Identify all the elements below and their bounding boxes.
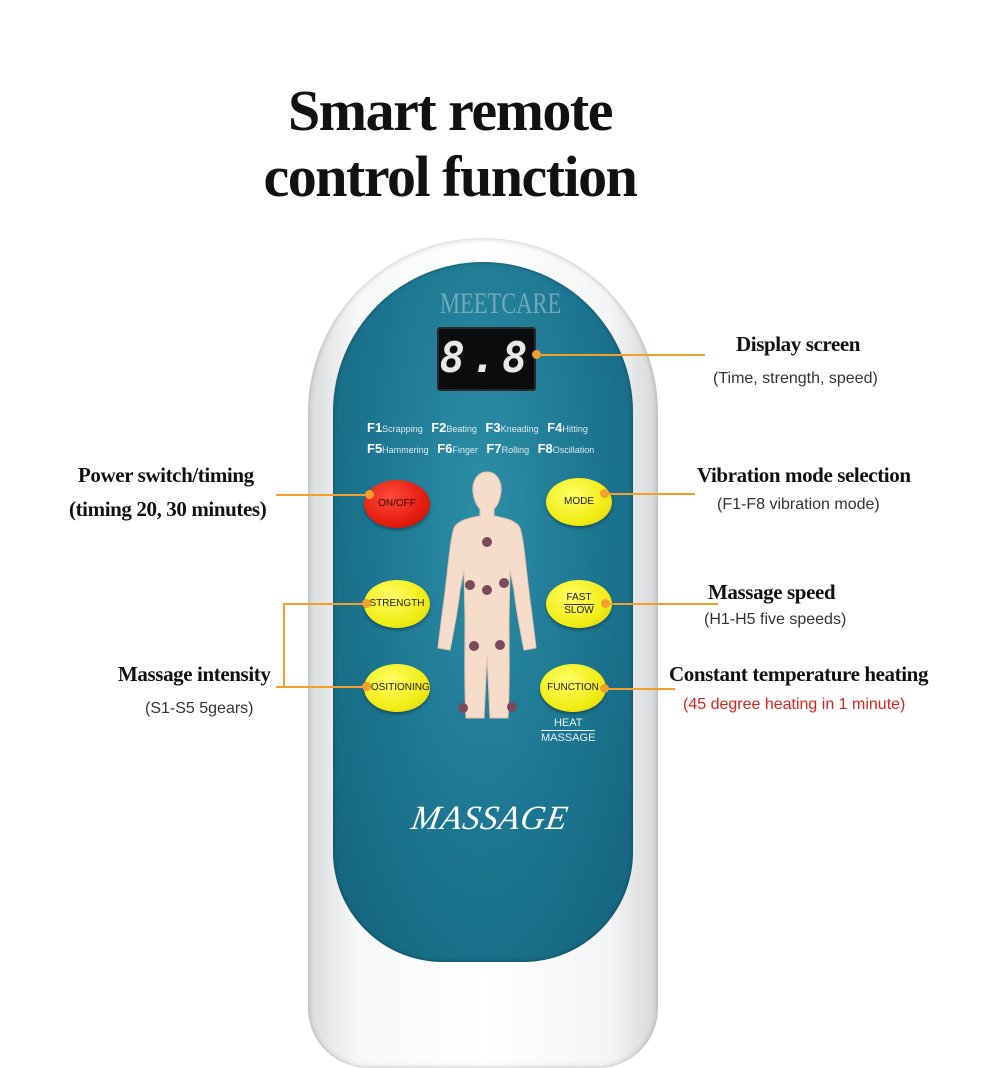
intensity-callout-title: Massage intensity — [118, 662, 271, 686]
callout-dot — [365, 490, 374, 499]
callout-dot — [532, 350, 541, 359]
callout-line — [537, 354, 705, 356]
speed-callout-title: Massage speed — [708, 580, 836, 604]
callout-dot — [601, 599, 610, 608]
positioning-label: POSITIONING — [364, 682, 430, 693]
massage-label: MASSAGE — [541, 732, 596, 744]
callout-dot — [362, 682, 371, 691]
display-callout-title: Display screen — [736, 332, 861, 356]
slow-label: SLOW — [564, 604, 594, 616]
brand-logo: MEETCARE — [440, 287, 562, 320]
power-callout-sub: (timing 20, 30 minutes) — [69, 497, 267, 521]
callout-line — [283, 603, 285, 686]
strength-button[interactable]: STRENGTH — [364, 580, 430, 628]
power-callout-title: Power switch/timing — [78, 463, 254, 487]
massage-point — [469, 641, 479, 651]
massage-logo-text: MASSAGE — [408, 800, 572, 837]
vibration-callout-title: Vibration mode selection — [697, 463, 911, 487]
title-line-1: Smart remote — [288, 78, 613, 143]
mode-code: F2 — [431, 420, 447, 435]
mode-label: Rolling — [501, 445, 530, 455]
massage-point — [465, 580, 475, 590]
display-digits: 8.8 — [439, 333, 534, 382]
mode-code: F1 — [367, 420, 383, 435]
callout-line — [276, 686, 365, 688]
mode-list-row-1: F1Scrapping F2Beating F3Kneading F4Hitti… — [365, 420, 592, 435]
heating-callout-title: Constant temperature heating — [669, 662, 929, 686]
vibration-callout-sub: (F1-F8 vibration mode) — [717, 496, 880, 513]
callout-line — [606, 603, 718, 605]
fast-label: FAST — [564, 592, 594, 605]
on-off-label: ON/OFF — [378, 498, 416, 509]
massage-point — [495, 640, 505, 650]
function-label: FUNCTION — [547, 682, 599, 693]
massage-point — [507, 702, 517, 712]
massage-point — [458, 703, 468, 713]
mode-label: Finger — [452, 445, 478, 455]
massage-point — [499, 578, 509, 588]
massage-point — [482, 585, 492, 595]
fast-slow-label: FAST SLOW — [564, 592, 594, 617]
callout-line — [283, 603, 365, 605]
mode-code: F7 — [486, 441, 502, 456]
mode-code: F4 — [547, 420, 563, 435]
mode-label: Kneading — [500, 424, 539, 434]
display-screen: 8.8 — [437, 327, 536, 391]
mode-list-row-2: F5Hammering F6Finger F7Rolling F8Oscilla… — [365, 441, 598, 456]
on-off-button[interactable]: ON/OFF — [364, 480, 430, 528]
mode-code: F3 — [485, 420, 501, 435]
body-figure-icon — [437, 471, 537, 719]
positioning-button[interactable]: POSITIONING — [364, 664, 430, 712]
heating-callout-sub: (45 degree heating in 1 minute) — [683, 696, 906, 713]
callout-dot — [600, 684, 609, 693]
mode-label: MODE — [564, 496, 594, 507]
callout-dot — [362, 599, 371, 608]
heat-massage-label: HEAT MASSAGE — [541, 716, 596, 745]
callout-line — [276, 494, 368, 496]
mode-code: F8 — [537, 441, 553, 456]
intensity-callout-sub: (S1-S5 5gears) — [145, 700, 254, 717]
heat-label: HEAT — [541, 716, 596, 731]
massage-point — [482, 537, 492, 547]
callout-line — [605, 688, 675, 690]
mode-label: Hitting — [562, 424, 588, 434]
mode-button[interactable]: MODE — [546, 478, 612, 526]
callout-dot — [600, 489, 609, 498]
mode-code: F6 — [437, 441, 453, 456]
mode-label: Beating — [446, 424, 477, 434]
strength-label: STRENGTH — [369, 598, 425, 609]
mode-label: Hammering — [382, 445, 429, 455]
mode-code: F5 — [367, 441, 383, 456]
title-line-2: control function — [263, 144, 638, 209]
mode-label: Scrapping — [382, 424, 423, 434]
display-callout-sub: (Time, strength, speed) — [713, 370, 878, 387]
mode-label: Oscillation — [552, 445, 595, 455]
function-button[interactable]: FUNCTION — [540, 664, 606, 712]
page-title: Smart remote control function — [0, 78, 900, 210]
callout-line — [605, 493, 695, 495]
speed-callout-sub: (H1-H5 five speeds) — [704, 611, 847, 628]
